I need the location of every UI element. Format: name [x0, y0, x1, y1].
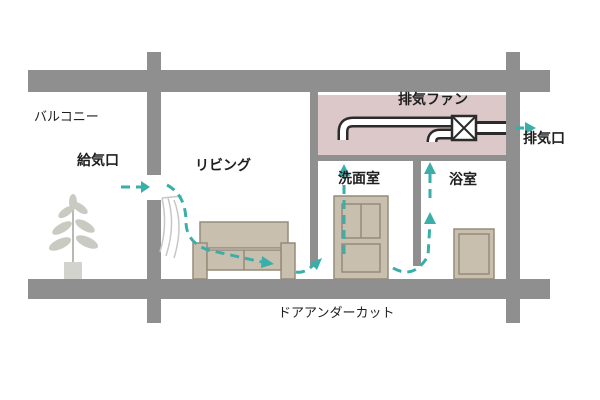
exhaust-fan-icon — [450, 114, 478, 142]
exhaust-fan-label: 排気ファン — [398, 92, 468, 108]
door-undercut-label: ドアアンダーカット — [278, 306, 395, 321]
left-wall-upper — [147, 92, 161, 175]
cabinet-icon — [333, 195, 389, 280]
living-label: リビング — [195, 158, 251, 174]
floor-slab — [28, 279, 550, 299]
sofa-icon — [192, 221, 296, 280]
left-wall-stub-bottom — [147, 299, 161, 323]
exhaust-port-label: 排気口 — [523, 131, 565, 147]
partition-washroom-bath — [413, 158, 421, 266]
airflow-wash-floor — [392, 221, 432, 274]
curtain-icon — [159, 195, 183, 259]
supply-air-label: 給気口 — [77, 153, 119, 169]
washroom-label: 洗面室 — [338, 171, 380, 187]
right-wall-stub-top — [506, 52, 520, 70]
left-wall-lower — [147, 200, 161, 279]
bathroom-label: 浴室 — [449, 172, 477, 188]
arrowheads — [141, 122, 536, 270]
balcony-label: バルコニー — [34, 110, 99, 125]
right-wall-stub-bottom — [506, 299, 520, 323]
right-wall — [506, 92, 520, 279]
plant-icon — [48, 194, 99, 279]
bathtub-icon — [453, 228, 495, 280]
left-wall-stub-top — [147, 52, 161, 70]
walls — [28, 52, 550, 323]
exhaust-duct — [337, 116, 506, 143]
partition-living-washroom — [310, 92, 318, 267]
top-wall — [28, 70, 550, 92]
